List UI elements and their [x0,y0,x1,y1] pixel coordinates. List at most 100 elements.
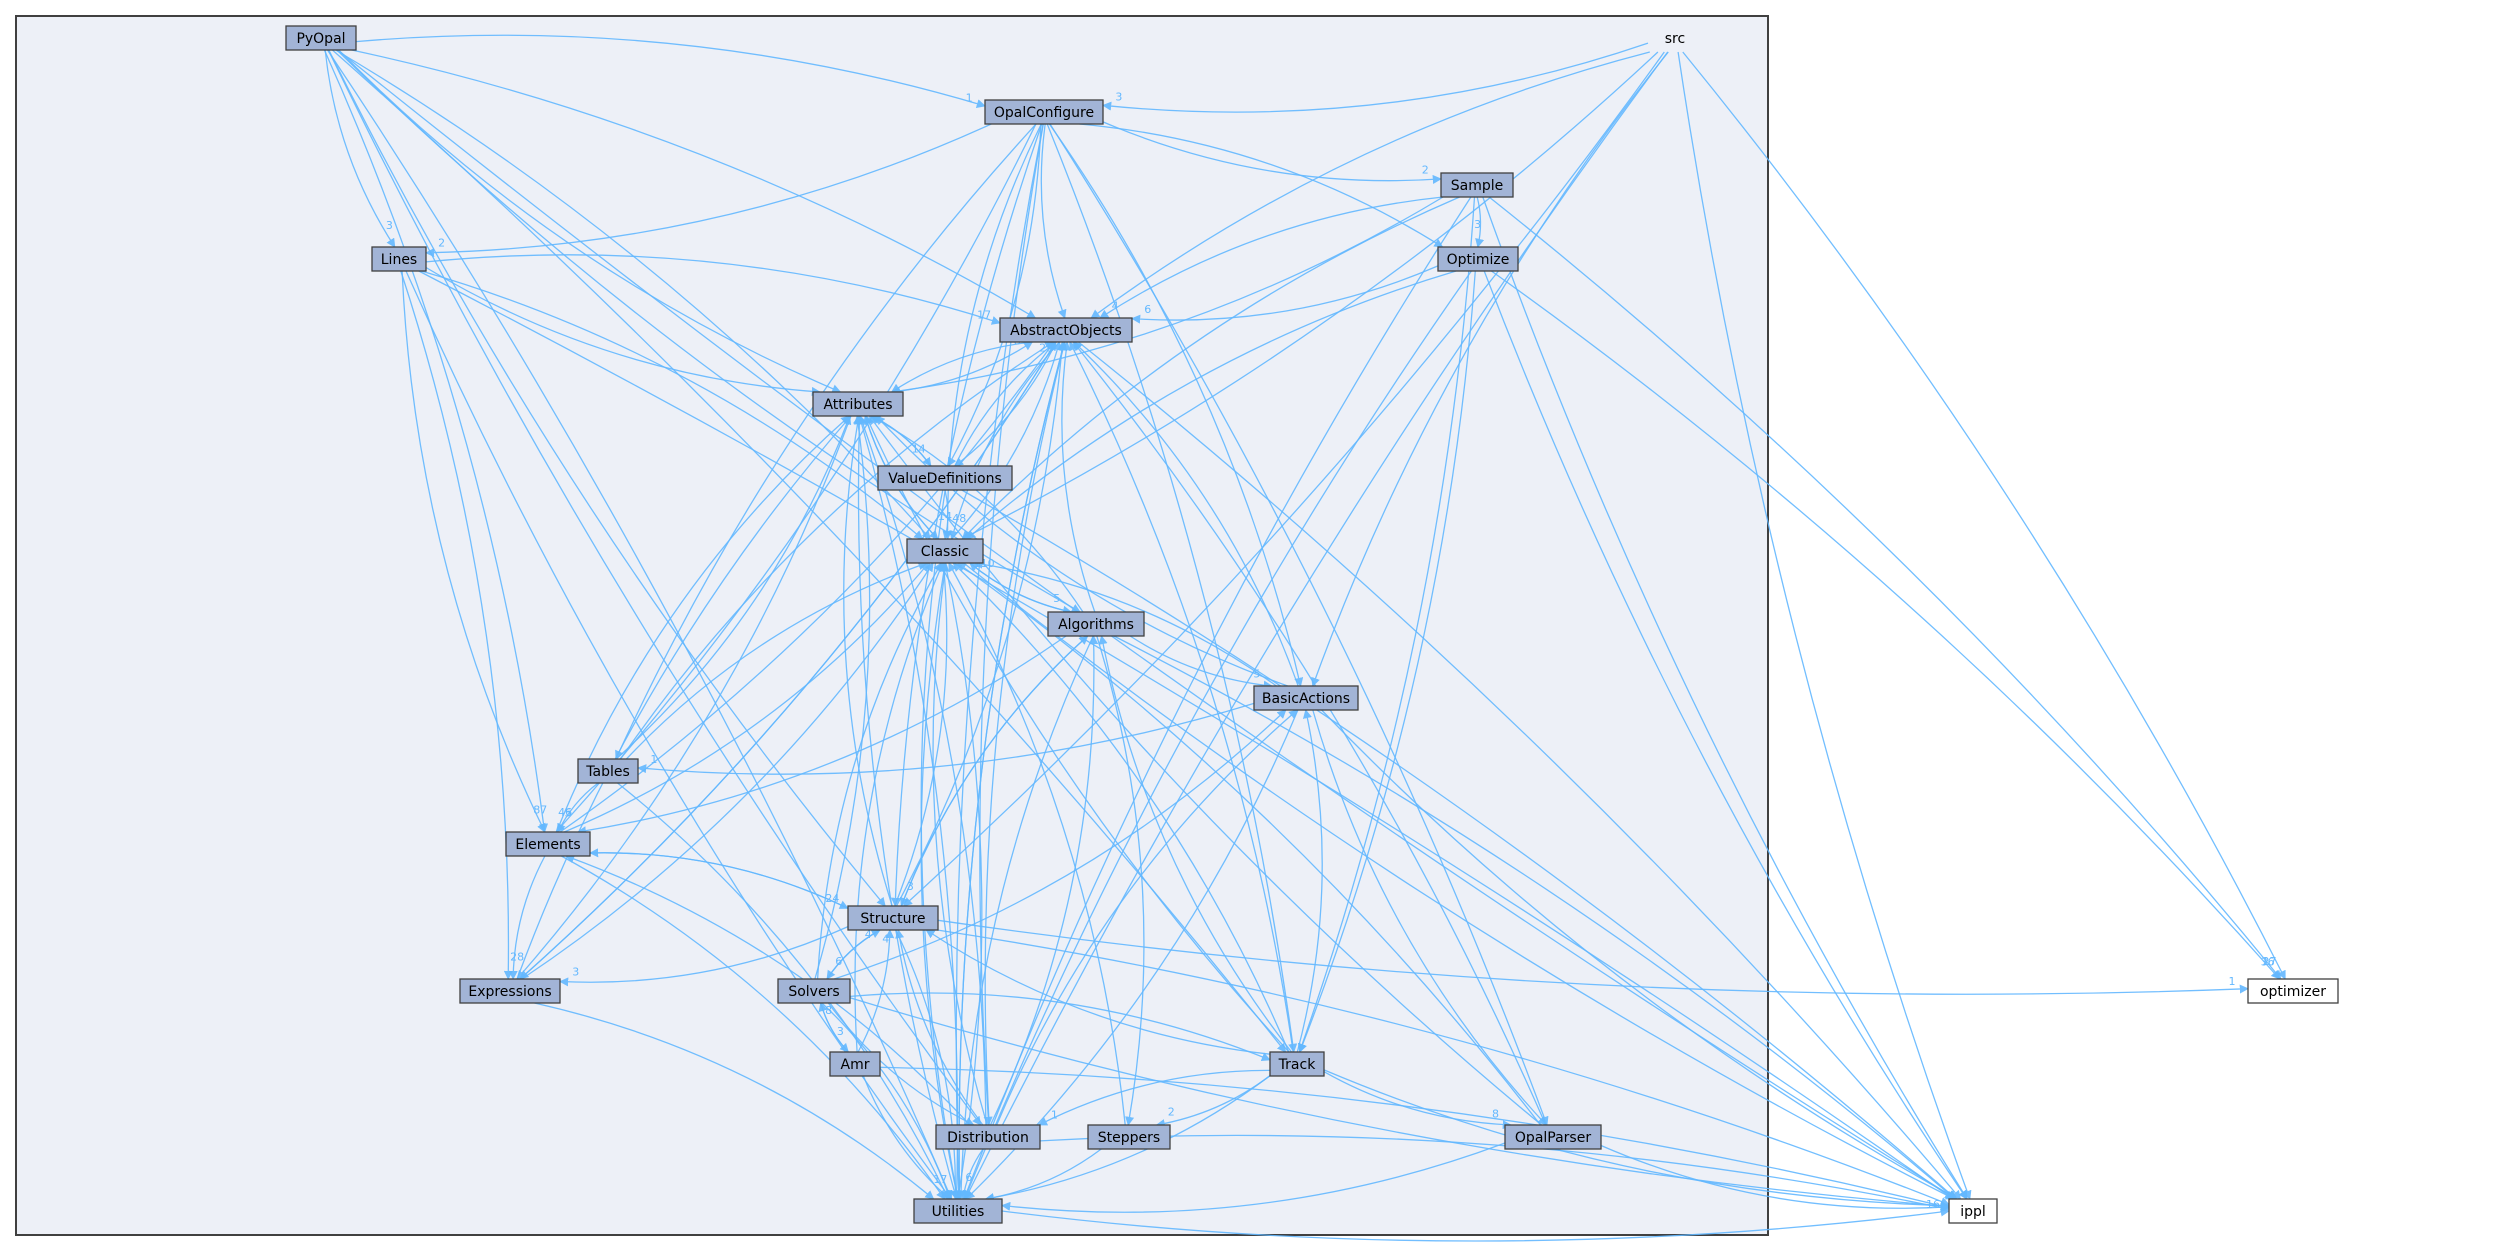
node-label-sample[interactable]: Sample [1451,178,1504,194]
node-label-ippl[interactable]: ippl [1960,1204,1986,1220]
node-box-classic[interactable] [906,538,984,564]
edge-src-to-Utilities [964,51,1669,1200]
node-classic[interactable]: Classic [906,538,984,564]
node-box-opalparser[interactable] [1504,1124,1602,1150]
node-label-opalparser[interactable]: OpalParser [1515,1130,1591,1146]
node-opalconfigure[interactable]: OpalConfigure [984,99,1104,125]
node-label-valuedefinitions[interactable]: ValueDefinitions [888,471,1002,487]
node-box-structure[interactable] [847,905,939,931]
node-box-distribution[interactable] [935,1124,1041,1150]
node-algorithms[interactable]: Algorithms [1047,611,1145,637]
src-label[interactable]: src [1665,31,1685,47]
node-box-amr[interactable] [829,1051,881,1077]
node-optimize[interactable]: Optimize [1437,246,1519,272]
node-steppers[interactable]: Steppers [1087,1124,1171,1150]
node-ippl[interactable]: ippl [1948,1198,1998,1224]
node-structure[interactable]: Structure [847,905,939,931]
node-track[interactable]: Track [1269,1051,1325,1077]
node-label-classic[interactable]: Classic [921,544,969,560]
edge-Algorithms-to-Attributes [870,415,1084,613]
node-abstractobjects[interactable]: AbstractObjects [999,317,1133,343]
node-label-lines[interactable]: Lines [381,252,417,268]
node-label-basicactions[interactable]: BasicActions [1262,691,1350,707]
node-label-elements[interactable]: Elements [515,837,580,853]
node-box-attributes[interactable] [812,391,904,417]
edge-AbstractObjects-to-Classic [949,341,1060,540]
node-box-pyopal[interactable] [285,25,357,51]
edge-Structure-to-Algorithms [900,635,1089,907]
node-basicactions[interactable]: BasicActions [1253,685,1359,711]
node-box-optimize[interactable] [1437,246,1519,272]
node-label-distribution[interactable]: Distribution [947,1130,1029,1146]
node-box-ippl[interactable] [1948,1198,1998,1224]
node-pyopal[interactable]: PyOpal [285,25,357,51]
node-label-utilities[interactable]: Utilities [932,1204,985,1220]
edge-label-Amr-to-Utilities: 17 [933,1173,947,1186]
edge-Distribution-to-Algorithms [989,635,1099,1126]
node-label-pyopal[interactable]: PyOpal [296,31,345,47]
node-label-abstractobjects[interactable]: AbstractObjects [1010,323,1122,339]
node-label-optimizer[interactable]: optimizer [2260,984,2326,1000]
node-label-expressions[interactable]: Expressions [468,984,551,1000]
edge-label-Algorithms-to-Structure: 3 [907,880,914,893]
edge-label-OpalConfigure-to-Sample: 2 [1422,163,1429,176]
node-box-basicactions[interactable] [1253,685,1359,711]
node-label-opalconfigure[interactable]: OpalConfigure [994,105,1094,121]
node-label-structure[interactable]: Structure [860,911,925,927]
node-valuedefinitions[interactable]: ValueDefinitions [877,465,1013,491]
node-box-expressions[interactable] [459,978,561,1004]
edge-Lines-to-ippl [418,270,1954,1200]
node-box-track[interactable] [1269,1051,1325,1077]
node-box-solvers[interactable] [777,978,851,1004]
edge-OpalConfigure-to-Tables [615,123,1037,760]
node-attributes[interactable]: Attributes [812,391,904,417]
node-box-elements[interactable] [505,831,591,857]
node-box-lines[interactable] [371,246,427,272]
edge-OpalConfigure-to-Sample [1102,121,1442,184]
node-label-track[interactable]: Track [1278,1057,1317,1073]
node-box-algorithms[interactable] [1047,611,1145,637]
node-distribution[interactable]: Distribution [935,1124,1041,1150]
node-optimizer[interactable]: optimizer [2247,978,2339,1004]
edge-Structure-to-Classic [894,562,949,907]
node-box-opalconfigure[interactable] [984,99,1104,125]
node-box-sample[interactable] [1440,172,1514,198]
edge-Solvers-to-BasicActions [833,709,1287,980]
edge-Algorithms-to-Utilities [956,635,1094,1200]
node-solvers[interactable]: Solvers [777,978,851,1004]
edge-OpalConfigure-to-Structure [890,123,1043,907]
node-box-steppers[interactable] [1087,1124,1171,1150]
node-label-tables[interactable]: Tables [585,764,630,780]
edge-label-Lines-to-AbstractObjects: 17 [977,308,991,321]
node-box-tables[interactable] [577,758,639,784]
edge-Track-to-AbstractObjects [1069,341,1294,1053]
edge-Solvers-to-Utilities [821,1002,952,1200]
node-label-solvers[interactable]: Solvers [788,984,839,1000]
node-sample[interactable]: Sample [1440,172,1514,198]
edge-label-PyOpal-to-Elements: 87 [533,804,547,817]
edge-label-BasicActions-to-Tables: 1 [650,753,657,766]
node-box-abstractobjects[interactable] [999,317,1133,343]
edge-OpalParser-to-Attributes [868,415,1543,1126]
edge-label-Amr-to-Structure: 4 [882,933,889,946]
edge-OpalConfigure-to-Optimize [1079,123,1444,248]
node-amr[interactable]: Amr [829,1051,881,1077]
node-box-optimizer[interactable] [2247,978,2339,1004]
edge-src-to-optimizer [1682,51,2286,980]
node-label-optimize[interactable]: Optimize [1447,252,1510,268]
edge-Tables-to-Elements [557,782,599,833]
node-tables[interactable]: Tables [577,758,639,784]
edge-BasicActions-to-ippl [1321,709,1959,1200]
node-lines[interactable]: Lines [371,246,427,272]
node-label-steppers[interactable]: Steppers [1098,1130,1160,1146]
node-opalparser[interactable]: OpalParser [1504,1124,1602,1150]
node-utilities[interactable]: Utilities [913,1198,1003,1224]
node-label-algorithms[interactable]: Algorithms [1058,617,1134,633]
node-expressions[interactable]: Expressions [459,978,561,1004]
node-box-valuedefinitions[interactable] [877,465,1013,491]
node-label-amr[interactable]: Amr [841,1057,870,1073]
node-label-attributes[interactable]: Attributes [823,397,892,413]
node-box-utilities[interactable] [913,1198,1003,1224]
node-elements[interactable]: Elements [505,831,591,857]
edge-Elements-to-AbstractObjects [559,341,1055,833]
